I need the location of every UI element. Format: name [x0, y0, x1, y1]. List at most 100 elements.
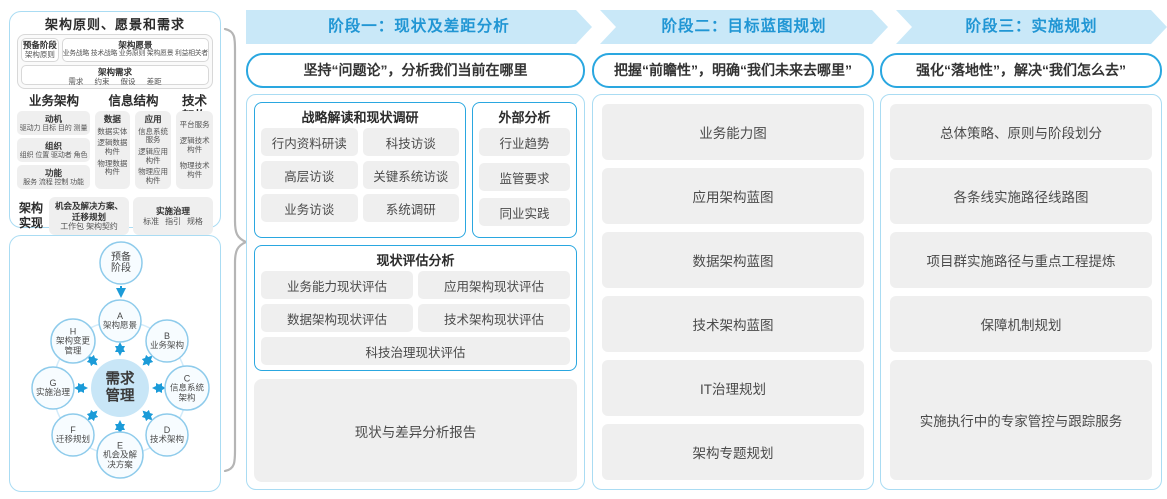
deliverable-item: 总体策略、原则与阶段划分	[890, 104, 1152, 160]
information-structure-header: 信息结构	[108, 94, 159, 108]
deliverable-item: 各条线实施路径线路图	[890, 168, 1152, 224]
assessment-item: 应用架构现状评估	[418, 271, 570, 299]
item: 信息系统服务	[138, 126, 169, 145]
requirements-mgmt-node: 需求管理	[105, 371, 135, 404]
adm-cycle-panel: 预备阶段 需求管理 A 架构愿景 B 业务架构 C 信息系统架构 D 技术架构 …	[9, 235, 221, 492]
deliverable-item: IT治理规划	[602, 360, 864, 416]
technical-arch-header: 技术架构	[181, 94, 207, 123]
deliverable-item: 数据架构蓝图	[602, 232, 864, 288]
assessment-item: 技术架构现状评估	[418, 304, 570, 332]
assessment-item: 数据架构现状评估	[261, 304, 413, 332]
strategy-research-box: 战略解读和现状调研 行内资料研读 科技访谈 高层访谈 关键系统访谈 业务访谈 系…	[254, 102, 466, 238]
assessment-item: 科技治理现状评估	[261, 337, 570, 365]
box-sub: 服务 流程 控制 功能	[23, 178, 84, 186]
deliverable-item: 保障机制规划	[890, 296, 1152, 352]
deliverable-item: 业务能力图	[602, 104, 864, 160]
activity-item: 科技访谈	[362, 128, 459, 156]
function-box: 功能 服务 流程 控制 功能	[17, 165, 91, 189]
architecture-vision-box: 架构愿景 业务战略 技术战略 业务原则 架构愿景 利益相关者	[61, 38, 209, 62]
node-g: G 实施治理	[35, 378, 70, 398]
motivation-box: 动机 驱动力 目标 目的 测量	[17, 111, 91, 135]
phase3-header-arrow: 阶段三：实施规划	[896, 10, 1167, 44]
phase1-subtitle: 坚持“问题论”，分析我们当前在哪里	[246, 53, 585, 88]
phase3-subtitle: 强化“落地性”，解决“我们怎么去”	[880, 53, 1162, 88]
deliverable-item: 技术架构蓝图	[602, 296, 864, 352]
item: 物理数据构件	[97, 158, 128, 177]
node-b: B 业务架构	[149, 331, 184, 351]
box-sub: 工作包 架构契约	[60, 222, 118, 232]
deliverable-item: 实施执行中的专家管控与跟踪服务	[890, 360, 1152, 480]
architecture-framework-panel: 架构原则、愿景和需求 预备阶段 架构原则 架构愿景 业务战略 技术战略 业务原则…	[9, 11, 221, 235]
activity-item: 关键系统访谈	[362, 161, 459, 189]
node-c: C 信息系统架构	[169, 373, 204, 403]
item: 平台服务	[179, 119, 210, 129]
activity-item: 监管要求	[479, 163, 570, 191]
item: 数据实体	[97, 126, 128, 136]
application-column: 应用 信息系统服务 逻辑应用构件 物理应用构件	[134, 111, 172, 189]
column-title: 数据	[103, 114, 121, 124]
activity-item: 业务访谈	[261, 194, 358, 222]
box-sub: 需求 约束 假设 差距	[68, 77, 162, 87]
phase-circles	[31, 299, 210, 479]
item: 逻辑应用构件	[138, 146, 169, 165]
box-title: 机会及解决方案、迁移规划	[54, 201, 123, 222]
organization-box: 组织 组织 位置 驱动者 角色	[17, 138, 91, 162]
phase2-header-arrow: 阶段二：目标蓝图规划	[600, 10, 888, 44]
box-title: 架构愿景	[118, 40, 153, 50]
phase2-subtitle: 把握“前瞻性”，明确“我们未来去哪里”	[592, 53, 874, 88]
framework-title: 架构原则、愿景和需求	[44, 17, 185, 32]
phase3-content-panel: 总体策略、原则与阶段划分 各条线实施路径线路图 项目群实施路径与重点工程提炼 保…	[880, 94, 1162, 490]
box-sub: 业务战略 技术战略 业务原则 架构愿景 利益相关者	[62, 50, 208, 58]
box-title: 现状评估分析	[376, 253, 455, 268]
box-sub: 标准 指引 规格	[143, 217, 203, 227]
external-analysis-box: 外部分析 行业趋势 监管要求 同业实践	[472, 102, 577, 238]
activity-item: 高层访谈	[261, 161, 358, 189]
box-title: 动机	[45, 113, 63, 124]
phase1-content-panel: 战略解读和现状调研 行内资料研读 科技访谈 高层访谈 关键系统访谈 业务访谈 系…	[246, 94, 585, 490]
box-sub: 组织 位置 驱动者 角色	[19, 151, 88, 159]
prep-phase-box: 预备阶段 架构原则	[21, 38, 59, 62]
box-title: 组织	[45, 140, 63, 151]
requirements-center-circle	[91, 359, 149, 417]
item: 物理应用构件	[138, 167, 169, 185]
item: 逻辑技术构件	[179, 136, 210, 154]
box-title: 战略解读和现状调研	[301, 110, 419, 125]
assessment-item: 业务能力现状评估	[261, 271, 413, 299]
phase1-header-arrow: 阶段一：现状及差距分析	[246, 10, 592, 44]
prep-phase-node: 预备阶段	[111, 251, 131, 274]
prep-circle	[99, 241, 143, 285]
technology-column: 平台服务 逻辑技术构件 物理技术构件	[176, 111, 213, 189]
box-title: 功能	[45, 167, 63, 178]
activity-item: 行业趋势	[479, 128, 570, 156]
business-arch-header: 业务架构	[29, 94, 80, 108]
architecture-requirements-box: 架构需求 需求 约束 假设 差距	[21, 65, 209, 87]
item: 物理技术构件	[179, 161, 210, 179]
box-title: 外部分析	[498, 110, 551, 125]
business-arch-column: 动机 驱动力 目标 目的 测量 组织 组织 位置 驱动者 角色 功能 服务 流程…	[17, 111, 91, 189]
current-state-assessment-box: 现状评估分析 业务能力现状评估 应用架构现状评估 数据架构现状评估 技术架构现状…	[254, 245, 577, 371]
box-sub: 架构原则	[24, 50, 55, 60]
phase2-content-panel: 业务能力图 应用架构蓝图 数据架构蓝图 技术架构蓝图 IT治理规划 架构专题规划	[592, 94, 874, 490]
implementation-label: 架构实现	[18, 201, 43, 230]
deliverable-item: 项目群实施路径与重点工程提炼	[890, 232, 1152, 288]
implementation-governance-box: 实施治理 标准 指引 规格	[133, 197, 213, 235]
node-d: D 技术架构	[149, 425, 184, 445]
node-e: E 机会及解决方案	[102, 440, 137, 470]
box-title: 预备阶段	[22, 40, 57, 50]
node-a: A 架构愿景	[102, 311, 137, 331]
data-column: 数据 数据实体 逻辑数据构件 物理数据构件	[95, 111, 130, 189]
box-title: 实施治理	[155, 206, 190, 217]
activity-item: 同业实践	[479, 198, 570, 226]
box-title: 架构需求	[97, 67, 132, 77]
node-f: F 迁移规划	[55, 425, 90, 445]
brace-connector	[223, 28, 248, 472]
node-h: H 架构变更管理	[55, 326, 90, 356]
vision-requirements-group: 预备阶段 架构原则 架构愿景 业务战略 技术战略 业务原则 架构愿景 利益相关者…	[17, 34, 213, 89]
activity-item: 行内资料研读	[261, 128, 358, 156]
gap-analysis-report-box: 现状与差异分析报告	[254, 379, 577, 482]
deliverable-item: 架构专题规划	[602, 424, 864, 480]
column-title: 应用	[144, 114, 162, 124]
activity-item: 系统调研	[362, 194, 459, 222]
opportunities-migration-box: 机会及解决方案、迁移规划 工作包 架构契约	[49, 197, 129, 235]
